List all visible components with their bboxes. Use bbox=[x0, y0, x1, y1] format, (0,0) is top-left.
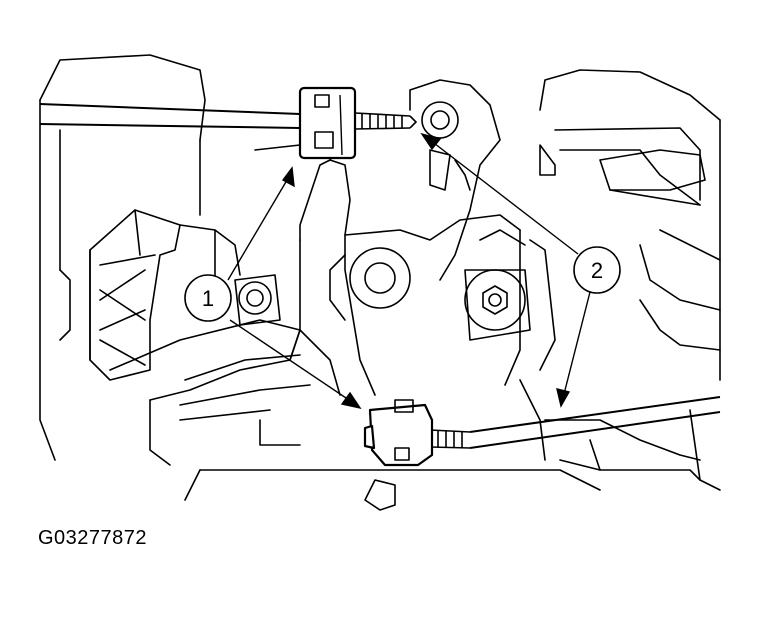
callout-2: 2 bbox=[573, 246, 621, 294]
upper-cable-clip bbox=[298, 86, 357, 160]
upper-threaded-rod bbox=[354, 112, 418, 130]
callout-2-circle bbox=[573, 246, 621, 294]
leader-arrows bbox=[227, 132, 591, 410]
background-linework bbox=[39, 54, 721, 511]
lower-cable-clip bbox=[363, 399, 434, 467]
callout-1-number: 1 bbox=[202, 286, 214, 311]
figure-id-label: G03277872 bbox=[38, 527, 148, 549]
callout-1-circle bbox=[184, 274, 232, 322]
callout-1-arrow-upper bbox=[227, 174, 291, 281]
upper-cable bbox=[39, 103, 301, 129]
lower-threaded-rod bbox=[429, 429, 471, 449]
callout-2-arrow-lower bbox=[562, 291, 591, 399]
callout-2-number: 2 bbox=[591, 258, 603, 283]
lower-cable bbox=[469, 396, 721, 449]
callout-2-arrow-upper bbox=[429, 139, 579, 255]
callout-1: 1 bbox=[184, 274, 232, 322]
callout-1-arrow-lower bbox=[229, 319, 353, 403]
